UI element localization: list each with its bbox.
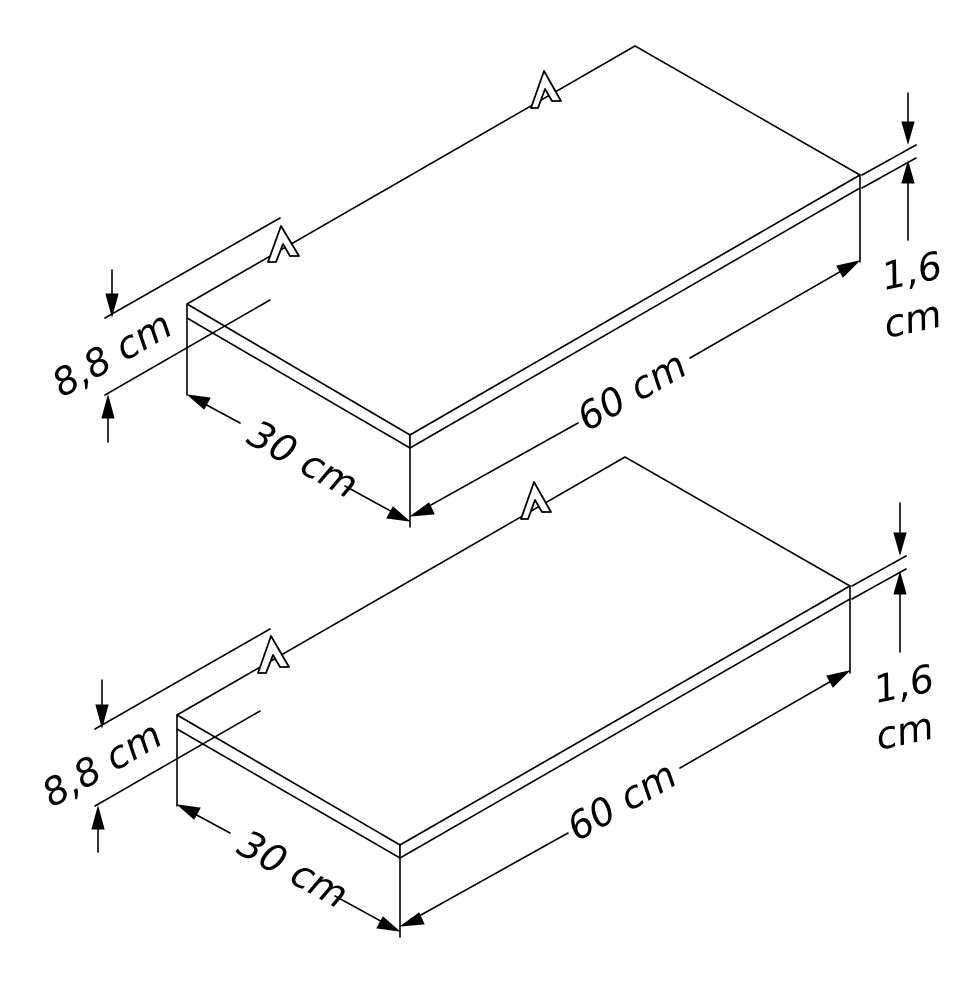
shelf-2: 8,8 cm 30 cm 60 cm 1,6 cm (35, 456, 938, 938)
shelf-1-width-dim-line-a (412, 422, 579, 516)
shelf-2-depth-arrow-left-icon (176, 804, 201, 820)
shelf-2-thickness-label-line2: cm (872, 704, 938, 759)
shelf-1-height-arrow-bottom-icon (101, 394, 115, 419)
shelf-1-thickness-arrow-top-icon (901, 121, 915, 145)
shelf-1-thickness-ext-bottom (861, 157, 917, 189)
shelf-2-hook-left-icon (257, 635, 290, 674)
shelf-1-depth-label: 30 cm (241, 411, 366, 507)
shelf-2-width-dim-line-b (679, 671, 848, 769)
shelf-1-thickness-label-line2: cm (880, 292, 946, 347)
shelf-1-thickness-ext-top (861, 144, 917, 176)
shelf-2-height-arrow-top-icon (95, 704, 109, 729)
shelf-2-depth-label: 30 cm (231, 821, 356, 917)
shelf-1-hook-right-icon (530, 70, 562, 109)
shelf-1-depth-arrow-right-icon (386, 506, 411, 522)
shelf-1-width-arrow-right-icon (836, 260, 861, 278)
shelf-2-width-label: 60 cm (560, 753, 684, 850)
shelf-2-width-dim-line-a (402, 832, 569, 926)
shelf-2-height-ext-top (94, 628, 271, 730)
shelf-1-thickness-label-line1: 1,6 (878, 243, 946, 299)
shelf-1-height-arrow-top-icon (105, 293, 119, 318)
shelf-1-width-label: 60 cm (570, 343, 694, 440)
shelf-1-width-dim-line-b (689, 261, 858, 359)
shelf-1-hook-left-icon (267, 225, 300, 263)
shelf-2-height-ext-bottom (94, 710, 261, 807)
shelf-1-height-ext-top (104, 217, 281, 319)
shelf-1-height-ext-bottom (104, 299, 271, 396)
shelf-2-width-arrow-left-icon (399, 912, 425, 927)
shelf-2-thickness-ext-top (851, 555, 907, 587)
shelf-2-depth-arrow-right-icon (376, 916, 401, 932)
shelf-1-depth-arrow-left-icon (186, 394, 211, 410)
shelf-2-width-arrow-right-icon (826, 670, 851, 688)
shelf-1-thickness-arrow-bottom-icon (901, 160, 915, 184)
shelf-2-thickness-arrow-top-icon (893, 532, 907, 556)
shelf-2-height-arrow-bottom-icon (91, 805, 105, 830)
shelf-1-width-arrow-left-icon (409, 502, 435, 517)
shelf-2-thickness-ext-bottom (851, 568, 907, 600)
shelf-2-thickness-arrow-bottom-icon (893, 571, 907, 595)
shelf-2-hook-right-icon (520, 481, 552, 520)
shelf-1: 8,8 cm 30 cm 60 cm 1,6 cm (45, 45, 946, 528)
